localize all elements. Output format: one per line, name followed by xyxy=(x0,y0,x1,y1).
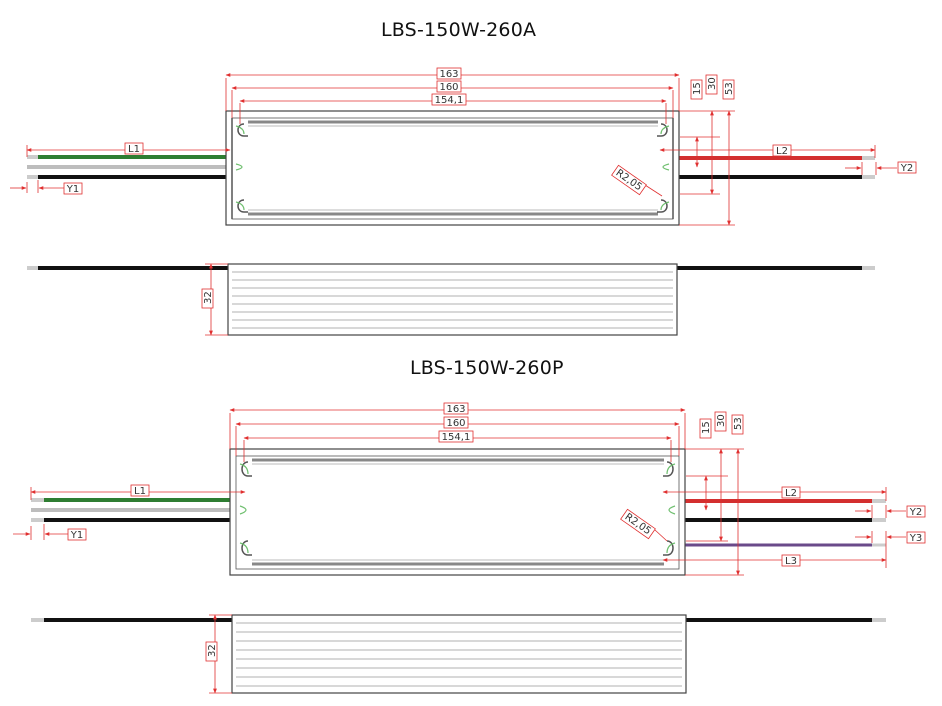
mounting-slot xyxy=(660,125,670,211)
dim-l2: L2 xyxy=(785,488,797,499)
dim-l2: L2 xyxy=(776,146,788,157)
dim-y2: Y2 xyxy=(909,507,922,518)
housing-outline xyxy=(229,448,686,576)
dim-y3: Y3 xyxy=(909,533,922,544)
dim-y2: Y2 xyxy=(900,163,913,174)
model-a-title: LBS-150W-260A xyxy=(381,19,537,41)
dim-inner-length: 154,1 xyxy=(442,432,471,443)
mounting-slot xyxy=(235,125,245,211)
dim-l3: L3 xyxy=(785,556,797,567)
dim-h53: 53 xyxy=(724,82,735,95)
dim-body-length: 160 xyxy=(446,418,465,429)
mounting-slot xyxy=(666,463,676,554)
model-a-top-view: 163 160 154,1 15 30 53 R2,05 xyxy=(10,67,917,226)
dim-h15: 15 xyxy=(692,82,703,95)
model-p-side-view: 32 xyxy=(31,614,886,694)
dim-h53: 53 xyxy=(733,417,744,430)
dim-total-length: 163 xyxy=(439,69,458,80)
model-p-title: LBS-150W-260P xyxy=(410,357,564,379)
mounting-slot xyxy=(239,463,249,554)
dim-side-height: 32 xyxy=(203,291,214,304)
dim-y1: Y1 xyxy=(70,530,83,541)
model-p-top-view: 163 160 154,1 15 30 53 R2,05 xyxy=(13,402,926,576)
dim-h30: 30 xyxy=(716,414,727,427)
housing-side xyxy=(227,263,678,336)
dim-y1: Y1 xyxy=(66,184,79,195)
dim-h30: 30 xyxy=(707,77,718,90)
dim-l1: L1 xyxy=(134,486,146,497)
dim-total-length: 163 xyxy=(446,404,465,415)
dim-h15: 15 xyxy=(701,421,712,434)
model-a-side-view: 32 xyxy=(27,263,875,336)
dim-side-height: 32 xyxy=(207,644,218,657)
housing-outline xyxy=(225,110,680,226)
dim-body-length: 160 xyxy=(439,82,458,93)
housing-side xyxy=(231,614,687,694)
dim-inner-length: 154,1 xyxy=(435,95,464,106)
dim-l1: L1 xyxy=(128,144,140,155)
